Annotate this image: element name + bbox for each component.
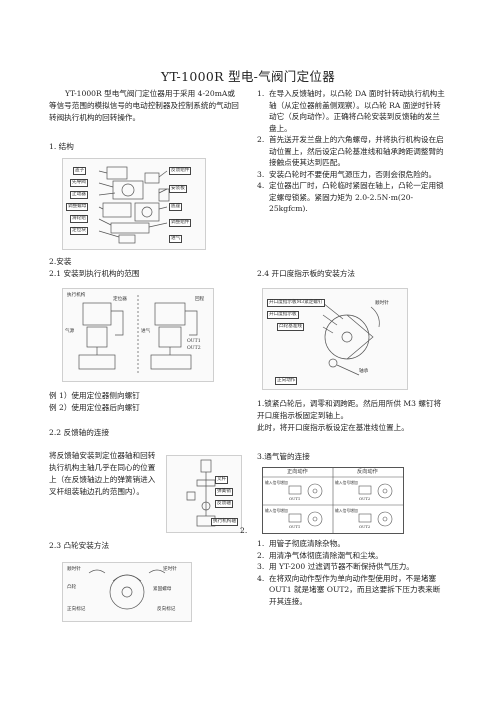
fig1-label: 底座	[169, 203, 183, 211]
fig5-label: 开口度指示板	[267, 311, 299, 319]
piping-col-header-direct: 正向动作	[287, 469, 308, 475]
fig1-label: 盖子	[73, 167, 87, 175]
fig4-label: 逆时针	[163, 567, 177, 572]
cam-steps-list: 1.在导入反馈轴时，以凸轮 DA 面时针转动执行机构主轴（从定位器前盖侧观察）。…	[257, 88, 446, 215]
section-2-4-text-2: 此时，将开口度指示板设定在基准线位置上。	[257, 423, 409, 432]
fig5-label: 顺时针	[375, 301, 389, 306]
fig4-label: 反向标记	[157, 607, 176, 612]
fig5-label: 凸轮基准线	[277, 323, 304, 331]
fig5-label: 开口度指示板M3紧定螺钉	[267, 299, 325, 307]
fig3-label: 弹簧销	[215, 488, 233, 496]
fig1-label: 反馈组件	[169, 167, 192, 175]
page-number: 2.	[240, 526, 248, 535]
fig4-label: 顺时针	[67, 567, 81, 572]
example-2: 例 2）使用定位器后向螺钉	[49, 403, 140, 412]
fig4-label: 正向标记	[67, 607, 86, 612]
example-1: 例 1）使用定位器侧向螺钉	[49, 391, 140, 400]
fig1-label: 进气	[169, 235, 183, 243]
document-title: YT-1000R 型电-气阀门定位器	[160, 69, 336, 84]
fig6-label: 输入信号增加	[265, 508, 288, 513]
fig6-label: 输入信号增加	[265, 480, 288, 485]
cam-installation-figure: 顺时针 逆时针 凸轮 正向标记 反向标记 紧固螺母	[62, 562, 192, 622]
section-1-heading: 1. 结构	[49, 142, 74, 151]
fig5-label: 轴承	[359, 369, 369, 374]
list-item: 4.在将双向动作型作为单向动作型使用时，不是堵塞 OUT1 就是堵塞 OUT2，…	[257, 573, 441, 606]
fig3-label: 叉杆	[215, 476, 229, 484]
opening-indicator-figure: 开口度指示板M3紧定螺钉 开口度指示板 凸轮基准线 顺时针 轴承 正向动作	[262, 288, 408, 390]
section-2-1-heading: 2.1 安装到执行机构的范围	[49, 269, 140, 278]
piping-col-header-reverse: 反向动作	[357, 469, 378, 475]
fig1-label: 滑轮组	[70, 215, 88, 223]
fig3-label: 执行机构轴	[211, 518, 238, 526]
fig3-label: 反馈轴	[215, 500, 233, 508]
fig6-label: OUT1	[289, 524, 301, 529]
fig1-label: 定位块	[70, 227, 88, 235]
piping-figure: 正向动作 反向动作 输入信号增加 输入信号增加 输入信号增加 输入信号增加 OU…	[262, 467, 404, 534]
list-item: 1.在导入反馈轴时，以凸轮 DA 面时针转动执行机构主轴（从定位器前盖侧观察）。…	[257, 89, 445, 133]
section-3-heading: 3.通气管的连接	[257, 452, 310, 461]
section-2-2-text: 将反馈轴安装到定位器轴和回转执行机构主轴几乎在同心的位置上（在反馈轴边上的弹簧销…	[49, 451, 156, 496]
fig2-label: 进气	[141, 329, 151, 334]
fig1-label: 止动器	[70, 191, 88, 199]
fig4-label: 紧固螺母	[153, 587, 172, 592]
fig1-label: 先导阀	[70, 179, 88, 187]
list-item: 2.首先送开发兰盘上的六角螺母，并将执行机构设在启动位置上，然后设定凸轮基准线和…	[257, 135, 444, 167]
fig5-label: 正向动作	[275, 377, 298, 385]
fig4-label: 凸轮	[67, 585, 77, 590]
mounting-range-figure: 执行机构 气源 定位器 回程 进气 OUT1 OUT2	[62, 288, 214, 382]
fig1-label: 调整组件	[169, 219, 192, 227]
list-item: 3.安装凸轮时不要使用气源压力，否则会很危险的。	[257, 169, 437, 179]
section-2-4-text-1: 1.锁紧凸轮后，调零和调跨距。然后用所供 M3 螺钉将开口度指示板固定到轴上。	[257, 399, 442, 420]
list-item: 2.用清净气体彻底清除潮气和尘埃。	[257, 550, 383, 560]
feedback-shaft-figure: 叉杆 弹簧销 反馈轴 执行机构轴	[166, 455, 242, 533]
fig2-label: OUT1	[187, 339, 201, 344]
fig2-label: OUT2	[187, 346, 201, 351]
list-item: 4.定位器出厂时，凸轮临时紧固在轴上，凸轮一定用锁定螺母锁紧。紧固力矩为 2.0…	[257, 181, 444, 213]
fig1-label: 调整螺母	[66, 203, 89, 211]
fig6-label: OUT2	[359, 496, 371, 501]
fig2-label: 执行机构	[67, 293, 86, 298]
fig2-label: 回程	[195, 297, 205, 302]
structure-figure: 盖子 先导阀 止动器 调整螺母 滑轮组 定位块 反馈组件 安装板 底座 调整组件…	[62, 158, 206, 250]
list-item: 3.用 YT-200 过滤调节器不断保持供气压力。	[257, 562, 414, 571]
fig6-label: OUT1	[289, 496, 301, 501]
fig6-label: 输入信号增加	[335, 480, 358, 485]
list-item: 1.用管子彻底清除杂物。	[257, 539, 345, 548]
intro-paragraph: YT-1000R 型电气阀门定位器用于采用 4-20mA或等信号范围的模拟信号的…	[49, 89, 239, 122]
section-2-3-heading: 2.3 凸轮安装方法	[49, 541, 110, 550]
fig1-label: 安装板	[169, 185, 187, 193]
fig6-label: OUT2	[359, 524, 371, 529]
section-2-heading: 2.安装	[49, 257, 72, 266]
section-2-2-heading: 2.2 反馈轴的连接	[49, 428, 110, 437]
fig2-label: 气源	[65, 329, 75, 334]
fig6-label: 输入信号增加	[335, 508, 358, 513]
section-2-4-heading: 2.4 开口度指示板的安装方法	[257, 269, 356, 278]
piping-steps-list: 1.用管子彻底清除杂物。 2.用清净气体彻底清除潮气和尘埃。 3.用 YT-20…	[257, 538, 446, 607]
fig2-label: 定位器	[113, 297, 127, 302]
